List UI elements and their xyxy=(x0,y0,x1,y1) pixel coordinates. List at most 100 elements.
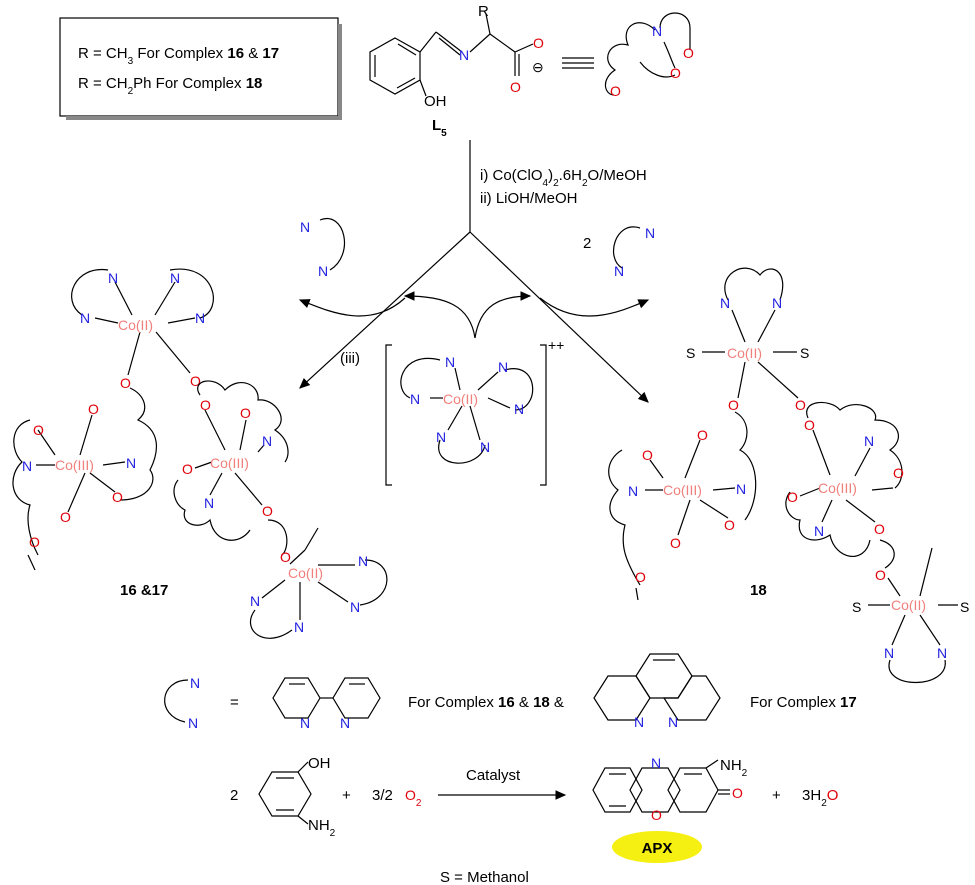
svg-text:N: N xyxy=(736,481,746,497)
water-label: 3H2O xyxy=(802,787,838,809)
svg-text:S: S xyxy=(800,345,809,361)
svg-text:N: N xyxy=(445,354,455,370)
svg-text:O: O xyxy=(874,521,885,537)
ligand-oh-label: OH xyxy=(424,93,447,110)
svg-text:N: N xyxy=(410,391,420,407)
svg-text:O: O xyxy=(33,422,44,438)
svg-text:N: N xyxy=(645,225,655,241)
svg-text:N: N xyxy=(22,458,32,474)
right-tetranuclear-complex: Co(II) N N S S O O Co(III) O O N N O O O… xyxy=(608,267,969,684)
svg-text:N: N xyxy=(720,295,730,311)
svg-text:N: N xyxy=(190,675,200,691)
svg-text:N: N xyxy=(514,401,524,417)
ligand-imine-n: N xyxy=(459,47,469,63)
released-nn-ligand-left: N N xyxy=(300,217,345,279)
nn-legend-text-2: For Complex 17 xyxy=(750,694,857,711)
svg-text:O: O xyxy=(60,509,71,525)
svg-text:N: N xyxy=(108,270,118,286)
left-co-iii-b: Co(III) xyxy=(210,455,249,471)
svg-text:N: N xyxy=(772,295,782,311)
plus-2: + xyxy=(772,787,781,804)
left-bottom-co: Co(II) xyxy=(288,565,323,581)
svg-text:N: N xyxy=(170,270,180,286)
left-complex-label: 16 &17 xyxy=(120,582,168,599)
svg-text:O: O xyxy=(728,397,739,413)
ligand-carboxylate-o2: O xyxy=(510,79,521,95)
svg-text:O: O xyxy=(200,397,211,413)
svg-text:O: O xyxy=(635,569,646,585)
svg-text:N: N xyxy=(480,439,490,455)
svg-text:S: S xyxy=(960,599,969,615)
svg-text:N: N xyxy=(250,593,260,609)
svg-text:N: N xyxy=(937,645,947,661)
svg-text:O: O xyxy=(29,534,40,550)
right-top-co: Co(II) xyxy=(727,345,762,361)
svg-text:N: N xyxy=(358,553,368,569)
reaction-arrows xyxy=(298,140,650,403)
svg-text:O: O xyxy=(642,447,653,463)
svg-text:S: S xyxy=(852,599,861,615)
condition-step-2: ii) LiOH/MeOH xyxy=(480,190,578,207)
nn-equals: = xyxy=(230,694,239,711)
right-co-iii-a: Co(III) xyxy=(663,482,702,498)
svg-text:O: O xyxy=(120,375,131,391)
cartoon-o3: O xyxy=(610,83,621,99)
svg-text:N: N xyxy=(300,219,310,235)
svg-text:N: N xyxy=(188,715,198,731)
r-group-legend-box: R = CH3 For Complex 16 & 17 R = CH2Ph Fo… xyxy=(59,17,342,120)
svg-text:O: O xyxy=(262,503,273,519)
svg-text:N: N xyxy=(318,263,328,279)
svg-text:O: O xyxy=(724,517,735,533)
central-co-label: Co(II) xyxy=(443,391,478,407)
svg-text:N: N xyxy=(814,523,824,539)
svg-text:N: N xyxy=(884,645,894,661)
aminophenol-reaction: 2 OH NH2 + 3/2 O2 Catalyst N O NH2 O + 3… xyxy=(230,755,838,863)
svg-text:N: N xyxy=(651,755,661,771)
product-nh2: NH2 xyxy=(720,757,748,779)
right-complex-label: 18 xyxy=(750,582,767,599)
condition-step-3: (iii) xyxy=(340,350,360,367)
svg-text:N: N xyxy=(195,310,205,326)
svg-text:N: N xyxy=(294,619,304,635)
equivalent-count: 2 xyxy=(583,235,591,252)
left-tetranuclear-complex: Co(II) N N N N O O Co(III) O O N N O O O… xyxy=(12,268,388,639)
svg-text:O: O xyxy=(670,535,681,551)
svg-text:O: O xyxy=(787,489,798,505)
svg-text:N: N xyxy=(126,455,136,471)
ligand-charge: ⊖ xyxy=(532,59,544,75)
reactant-coefficient: 2 xyxy=(230,787,238,804)
svg-text:O: O xyxy=(804,417,815,433)
o2-coefficient: 3/2 xyxy=(372,787,393,804)
cartoon-o2: O xyxy=(670,65,681,81)
ligand-name: L5 xyxy=(432,117,447,139)
nn-legend: N N = N N For Complex 16 & 18 & N N For … xyxy=(164,653,857,731)
cartoon-o1: O xyxy=(683,45,694,61)
svg-text:N: N xyxy=(498,359,508,375)
svg-text:N: N xyxy=(864,433,874,449)
central-cobalt-complex: ++ Co(II) N N N N N N xyxy=(385,337,564,486)
svg-text:N: N xyxy=(668,714,678,730)
svg-text:O: O xyxy=(88,401,99,417)
footnote: S = Methanol xyxy=(440,869,529,885)
svg-text:S: S xyxy=(686,345,695,361)
svg-text:O: O xyxy=(182,461,193,477)
released-nn-ligand-right: 2 N N xyxy=(583,225,655,279)
ligand-cartoon: N O O O xyxy=(604,12,694,99)
svg-text:O: O xyxy=(280,549,291,565)
svg-text:O: O xyxy=(112,489,123,505)
catalyst-label: Catalyst xyxy=(466,767,521,784)
svg-text:N: N xyxy=(340,715,350,731)
equivalence-sign xyxy=(562,57,594,69)
svg-text:N: N xyxy=(262,433,272,449)
right-bottom-co: Co(II) xyxy=(891,597,926,613)
apx-badge-label: APX xyxy=(642,840,673,857)
r-group-line-2: R = CH2Ph For Complex 18 xyxy=(78,75,262,97)
svg-text:N: N xyxy=(628,483,638,499)
svg-text:O: O xyxy=(893,465,904,481)
svg-text:O: O xyxy=(795,397,806,413)
ligand-r-label: R xyxy=(478,3,489,20)
svg-text:N: N xyxy=(350,599,360,615)
right-co-iii-b: Co(III) xyxy=(818,480,857,496)
svg-text:N: N xyxy=(300,715,310,731)
